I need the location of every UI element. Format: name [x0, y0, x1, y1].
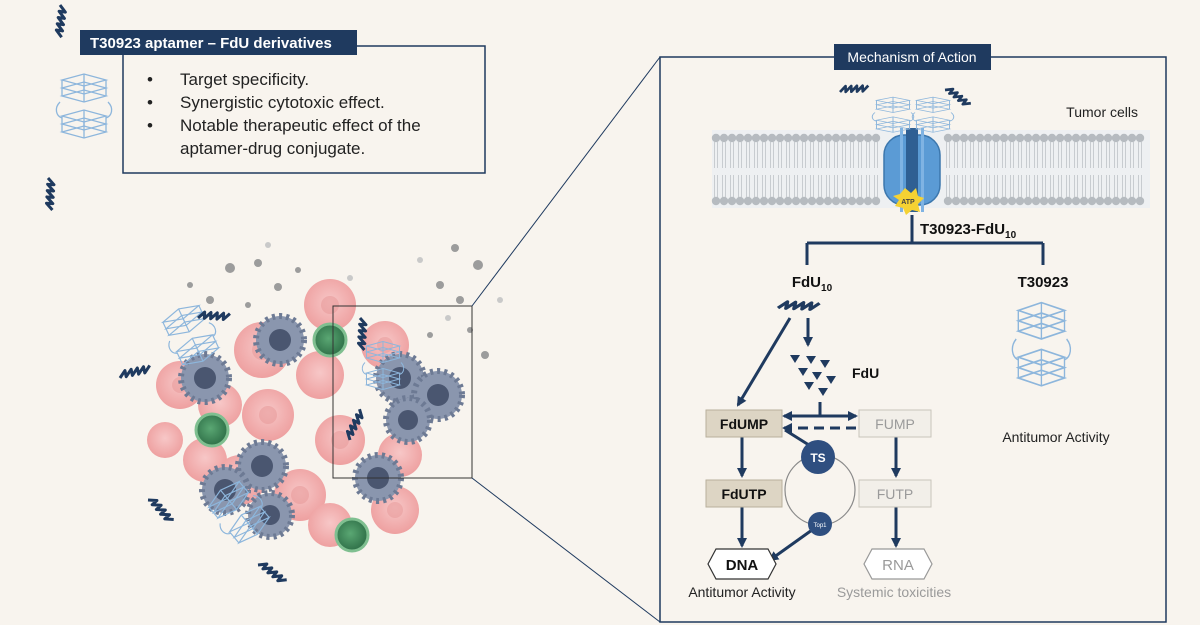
zoom-line-bottom [471, 477, 661, 623]
bullet-text-3-line-2: aptamer-drug conjugate. [180, 139, 365, 158]
mechanism-panel: Mechanism of Action Tumor cells ATP [659, 44, 1167, 623]
bullet-marker-2: • [147, 93, 153, 112]
aptamer-fdu-panel: T30923 aptamer – FdU derivatives • Targe… [80, 30, 486, 174]
node-top1: Top1 [808, 512, 832, 536]
node-dna: DNA [707, 548, 777, 580]
bullet-text-3-line-1: Notable therapeutic effect of the [180, 116, 421, 135]
node-futp: FUTP [858, 479, 932, 508]
pathway-arrows [736, 317, 901, 562]
svg-text:DNA: DNA [726, 557, 759, 574]
dna-outcome: Antitumor Activity [688, 584, 795, 600]
node-fdump: FdUMP [705, 409, 783, 438]
svg-text:TS: TS [810, 451, 825, 465]
conjugate-label: T30923-FdU10 [920, 221, 1017, 241]
node-rna: RNA [863, 548, 933, 580]
node-fdutp: FdUTP [705, 479, 783, 508]
bullet-marker-1: • [147, 70, 153, 89]
drug-particles [187, 242, 503, 359]
fdu10-label: FdU10 [792, 274, 833, 294]
atp-badge: ATP [893, 188, 924, 215]
svg-text:FUMP: FUMP [875, 416, 915, 432]
svg-text:RNA: RNA [882, 557, 914, 574]
svg-text:FdUMP: FdUMP [720, 416, 768, 432]
arrow-top1-to-dna [768, 528, 813, 562]
immune-cells [178, 313, 465, 540]
mechanism-title-bg [834, 44, 991, 70]
membrane-aptamers [837, 77, 975, 133]
transporter-protein [883, 128, 941, 212]
t30923-aptamer [1011, 301, 1072, 387]
node-ts: TS [801, 440, 835, 474]
fdu-label: FdU [852, 365, 879, 381]
bullet-text-2: Synergistic cytotoxic effect. [180, 93, 385, 112]
atp-label: ATP [901, 199, 915, 206]
panel-title: T30923 aptamer – FdU derivatives [90, 35, 332, 52]
svg-text:Top1: Top1 [813, 523, 827, 529]
fdu10-chain [775, 293, 823, 318]
t30923-label: T30923 [1018, 274, 1069, 291]
branch-connectors [805, 215, 1045, 265]
zoom-box [332, 305, 473, 479]
rna-outcome: Systemic toxicities [837, 584, 951, 600]
zoom-line-top [471, 56, 661, 307]
bullet-text-1: Target specificity. [180, 70, 309, 89]
aptamer-outcome: Antitumor Activity [1002, 429, 1109, 445]
svg-text:FUTP: FUTP [877, 486, 914, 502]
panel-title-bg [80, 30, 357, 55]
svg-text:FdUTP: FdUTP [721, 486, 766, 502]
mechanism-title: Mechanism of Action [847, 49, 976, 65]
membrane-tails [714, 142, 1142, 197]
node-fump: FUMP [858, 409, 932, 438]
tumor-microenvironment [116, 56, 661, 623]
green-cells [194, 322, 370, 553]
fdu-monomers [790, 355, 836, 396]
arrow-fdu10-to-fdump [736, 317, 792, 407]
membrane-heads-top [711, 133, 1145, 143]
membrane-heads-bottom [711, 196, 1145, 206]
membrane-label: Tumor cells [1066, 104, 1138, 120]
bullet-marker-3: • [147, 116, 153, 135]
